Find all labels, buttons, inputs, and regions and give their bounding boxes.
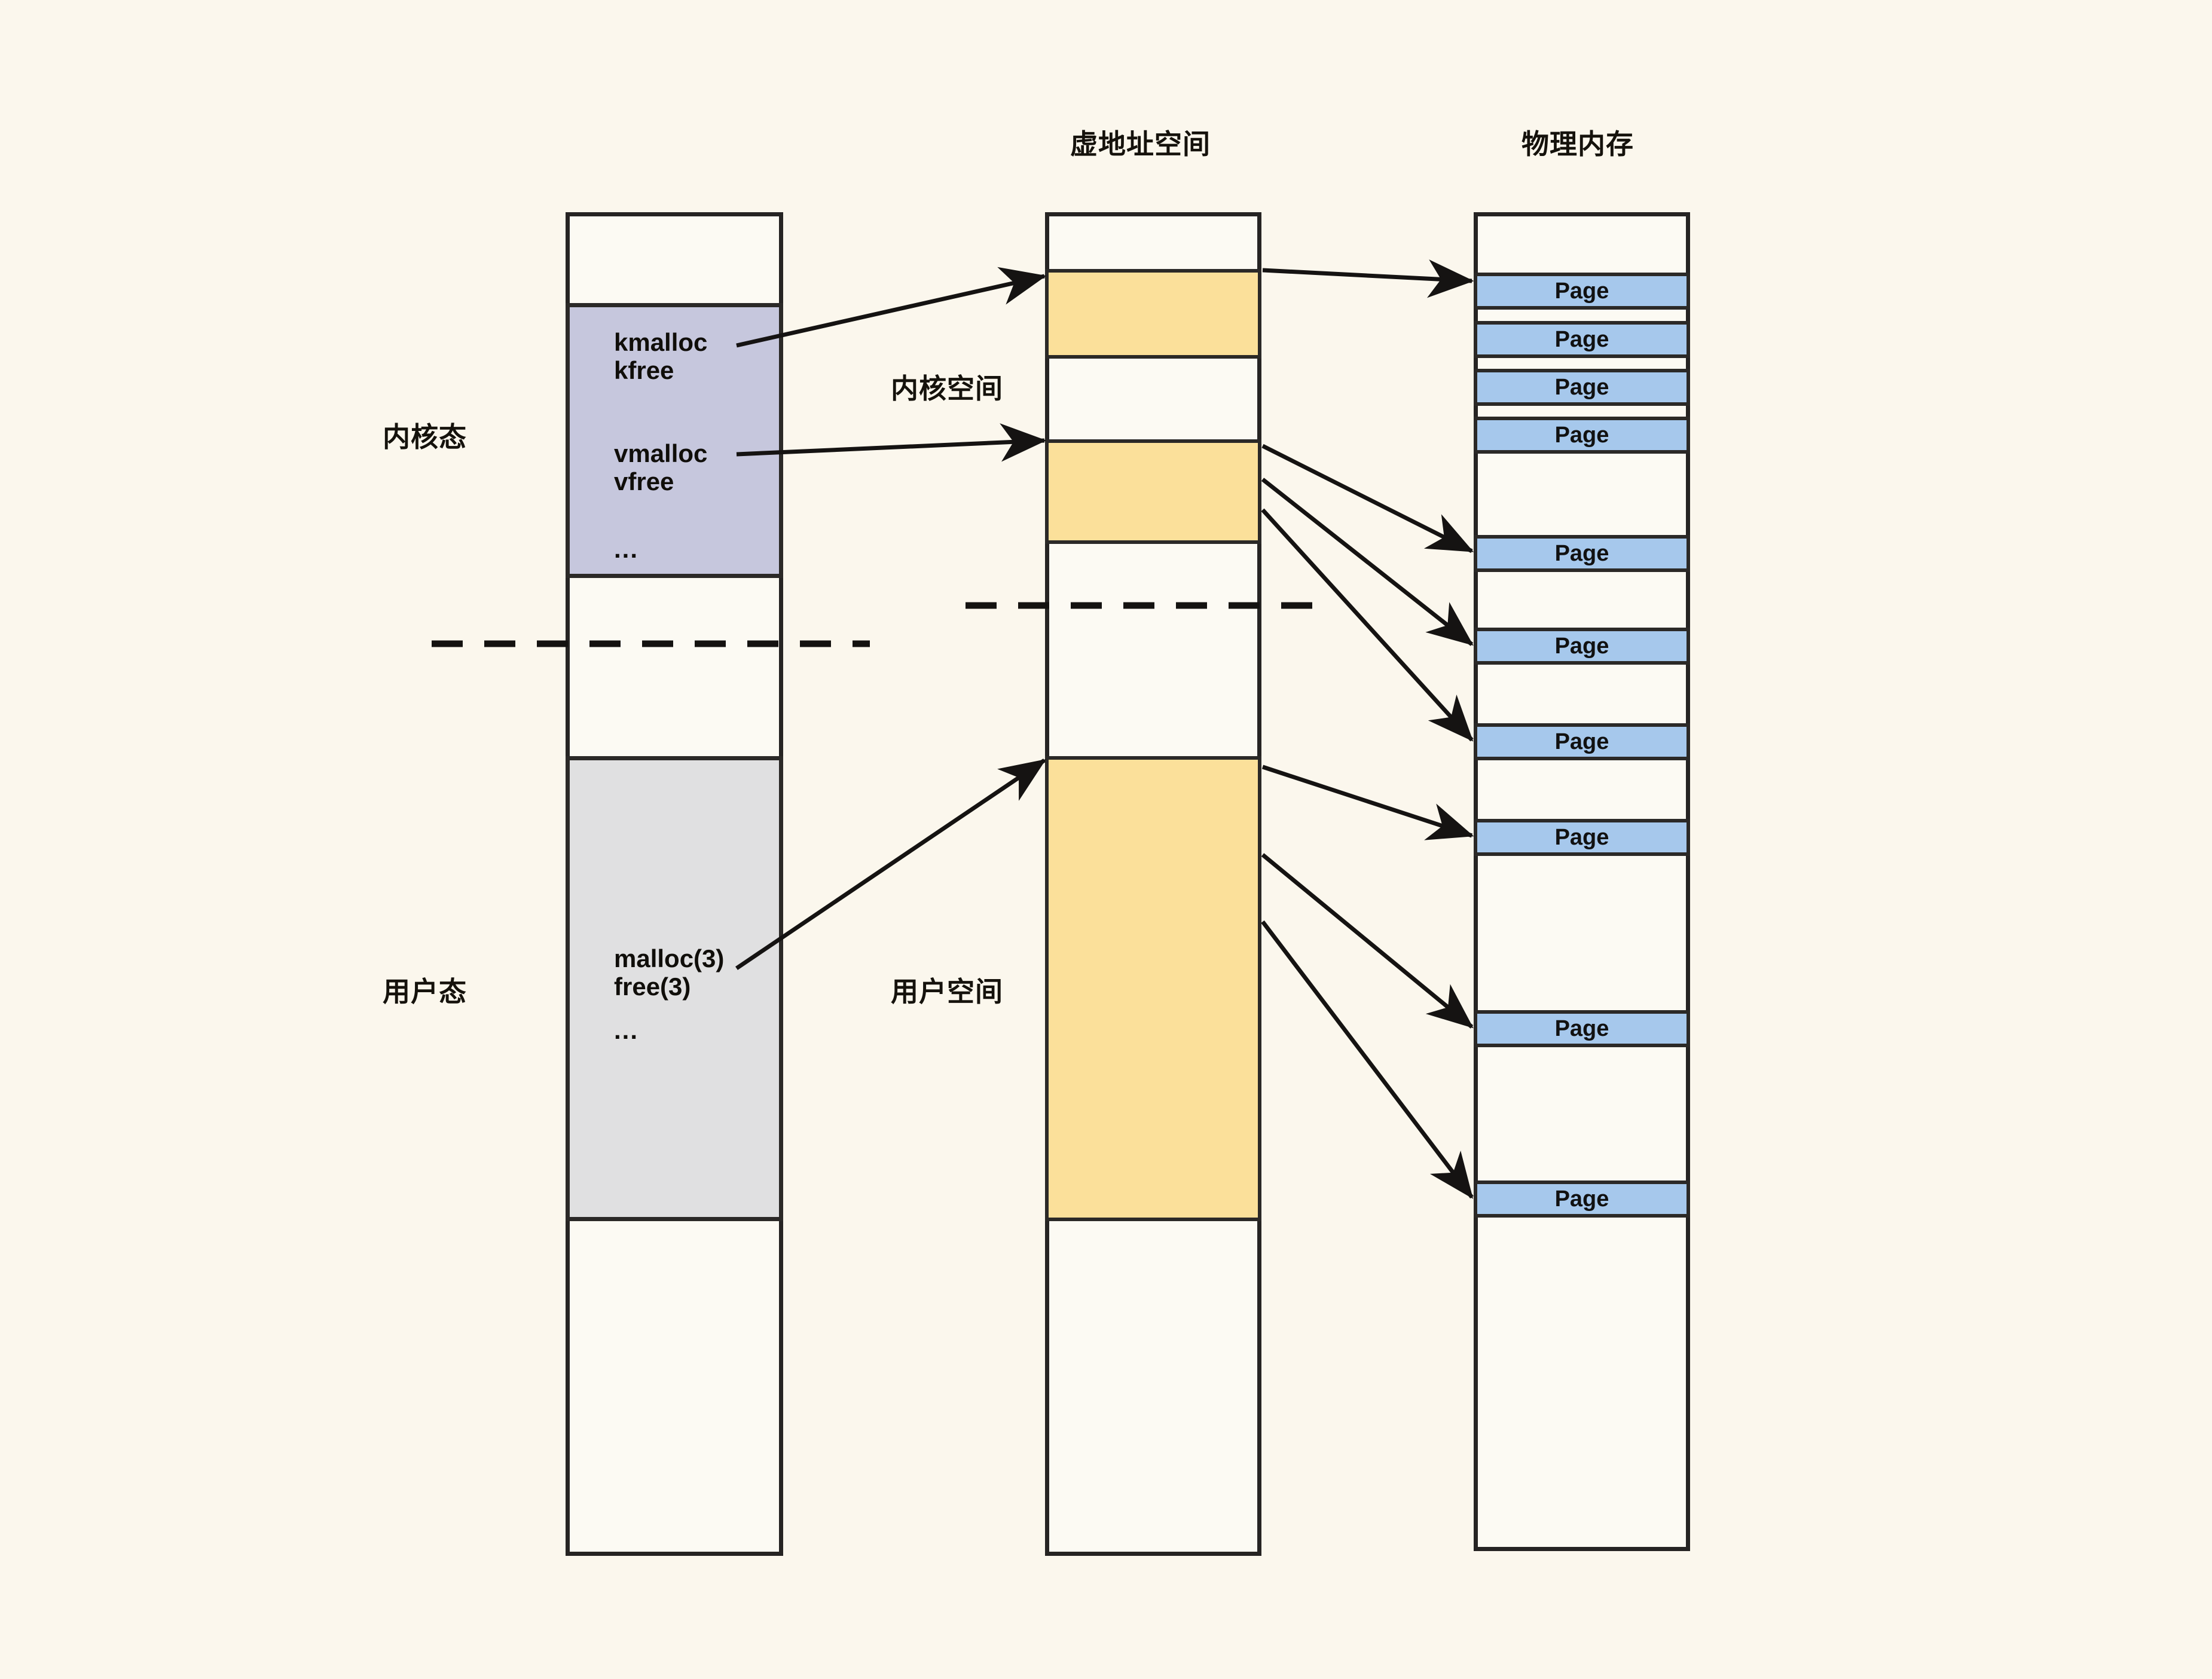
physical-page-3: Page (1474, 369, 1690, 406)
label-user-space: 用户空间 (891, 976, 1003, 1007)
physical-page-9: Page (1474, 1010, 1690, 1047)
physical-page-10: Page (1474, 1181, 1690, 1218)
header-physical-memory: 物理内存 (1521, 129, 1634, 160)
kernel-api-ellipsis: ... (614, 535, 639, 563)
header-virtual-address-space: 虚地址空间 (1070, 129, 1211, 160)
label-kernel-mode: 内核态 (383, 421, 467, 452)
connector-heap-to-page-10 (1261, 920, 1474, 1199)
virtual-region-user-heap (1045, 756, 1261, 1221)
user-api-malloc: malloc(3) free(3) (614, 944, 725, 1001)
physical-page-6: Page (1474, 628, 1690, 665)
physical-page-8: Page (1474, 819, 1690, 856)
virtual-region-kmalloc (1045, 269, 1261, 359)
connector-heap-to-page-8 (1261, 764, 1474, 840)
connector-heap-to-page-9 (1261, 853, 1474, 1029)
physical-page-5: Page (1474, 535, 1690, 572)
user-api-ellipsis: ... (614, 1016, 639, 1044)
kernel-api-kmalloc: kmalloc kfree (614, 328, 708, 385)
physical-page-7: Page (1474, 723, 1690, 760)
physical-memory-column (1474, 212, 1690, 1551)
connector-vmalloc-to-page-7 (1261, 508, 1474, 742)
connector-kmalloc-to-page-1 (1262, 259, 1474, 298)
label-user-mode: 用户态 (383, 976, 467, 1007)
physical-page-2: Page (1474, 321, 1690, 358)
label-kernel-space: 内核空间 (891, 373, 1003, 404)
connector-vmalloc-to-page-6 (1261, 478, 1474, 646)
physical-page-4: Page (1474, 417, 1690, 454)
physical-page-1: Page (1474, 273, 1690, 310)
kernel-api-vmalloc: vmalloc vfree (614, 439, 708, 496)
connector-vmalloc-to-page-5 (1261, 444, 1474, 553)
virtual-region-vmalloc (1045, 439, 1261, 544)
